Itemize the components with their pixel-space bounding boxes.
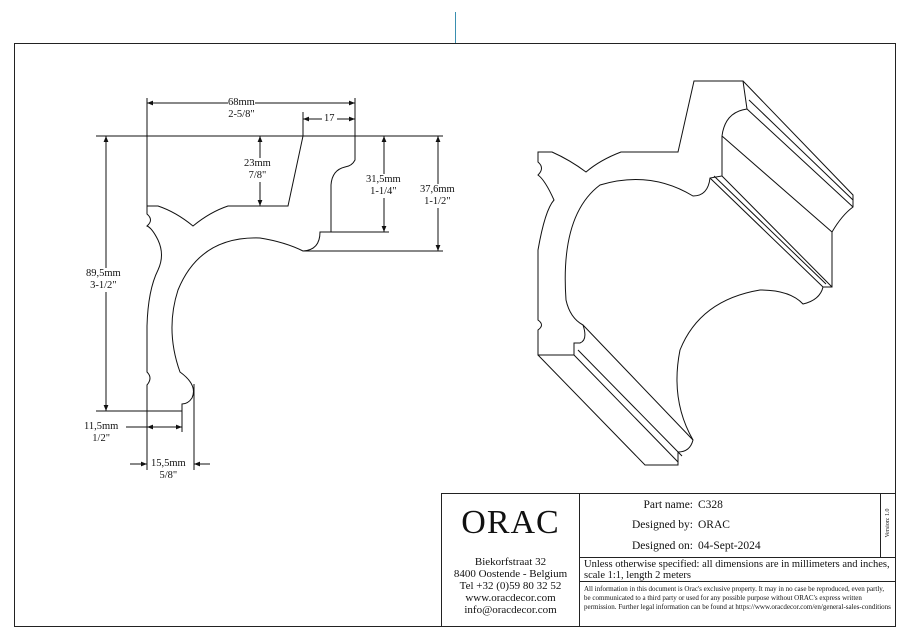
part-name: C328 — [698, 499, 723, 511]
dim-right-step-mm: 31,5mm — [366, 174, 401, 185]
address-city: 8400 Oostende - Belgium — [453, 568, 568, 580]
dim-bottom-width-in: 5/8" — [159, 470, 178, 481]
designed-by: ORAC — [698, 519, 730, 531]
dim-top-depth-mm: 23mm — [244, 158, 271, 169]
dim-top-flat: 17 — [322, 113, 337, 125]
part-meta: Part name: C328 Designed by: ORAC Designed… — [580, 494, 880, 558]
dim-top-flat-mm: 17 — [324, 113, 335, 124]
email: info@oracdecor.com — [464, 604, 557, 616]
version: Version: 1.0 — [885, 508, 891, 538]
title-block: ORAC Biekorfstraat 32 8400 Oostende - Be… — [441, 493, 896, 627]
dimensions-note: Unless otherwise specified: all dimensio… — [580, 557, 895, 582]
phone: Tel +32 (0)59 80 32 52 — [459, 580, 562, 592]
dim-bottom-step-in: 1/2" — [92, 433, 111, 444]
dim-width-total-in: 2-5/8" — [228, 109, 255, 120]
orac-logo: ORAC — [461, 504, 560, 541]
dim-height-total-in: 3-1/2" — [90, 280, 117, 291]
company-address: Biekorfstraat 32 8400 Oostende - Belgium… — [442, 556, 579, 616]
sheet-marker — [455, 12, 456, 43]
isometric-view — [537, 80, 854, 466]
address-street: Biekorfstraat 32 — [474, 556, 547, 568]
dim-bottom-width-mm: 15,5mm — [151, 458, 186, 469]
dim-right-height-mm: 37,6mm — [420, 184, 455, 195]
part-name-label: Part name: — [643, 499, 694, 511]
website: www.oracdecor.com — [465, 592, 556, 604]
designed-on-label: Designed on: — [631, 540, 693, 552]
company-info: ORAC Biekorfstraat 32 8400 Oostende - Be… — [442, 494, 580, 626]
designed-on: 04-Sept-2024 — [698, 540, 761, 552]
designed-by-label: Designed by: — [631, 519, 693, 531]
version-cell: Version: 1.0 — [880, 494, 896, 558]
isometric-edge-lines — [573, 99, 854, 463]
profile-section — [146, 135, 356, 412]
isometric-front-face — [537, 80, 748, 356]
isometric-extrusion — [537, 80, 854, 466]
dim-right-height-in: 1-1/2" — [424, 196, 451, 207]
dim-right-step-in: 1-1/4" — [370, 186, 397, 197]
dimension-lines — [103, 100, 441, 467]
legal-notice: All information in this document is Orac… — [584, 585, 891, 611]
dim-top-depth-in: 7/8" — [248, 170, 267, 181]
dim-width-total-mm: 68mm — [228, 97, 255, 108]
dim-height-total-mm: 89,5mm — [86, 268, 121, 279]
extension-lines — [96, 98, 443, 470]
dim-bottom-step-mm: 11,5mm — [84, 421, 119, 432]
